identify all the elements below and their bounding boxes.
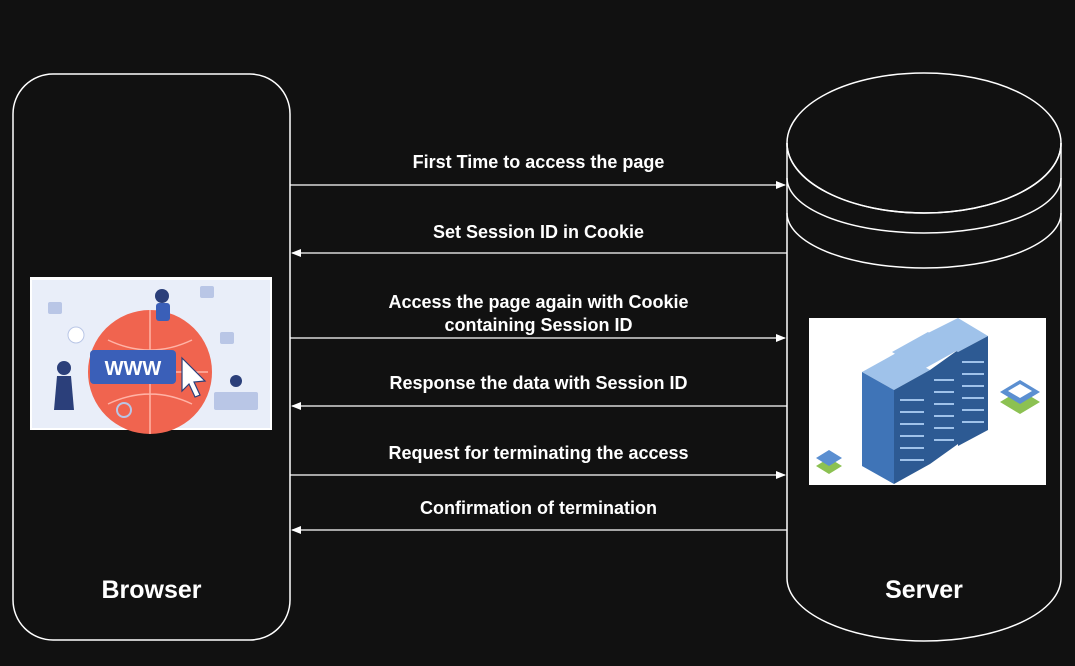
laptop-icon — [214, 392, 258, 410]
server-cylinder-ring-3 — [786, 212, 1062, 269]
cart-icon — [48, 302, 62, 314]
play-icon — [200, 286, 214, 298]
mail-icon — [220, 332, 234, 344]
server-chip-icon — [1000, 380, 1040, 414]
message-label: First Time to access the page — [412, 152, 665, 172]
server-label: Server — [885, 576, 963, 604]
person-icon — [57, 361, 71, 375]
person-icon — [155, 289, 169, 303]
message-label: Request for terminating the access — [388, 443, 689, 463]
message-label: Confirmation of termination — [420, 498, 657, 518]
server-rack-icon — [922, 318, 988, 446]
server-racks-illustration — [809, 318, 1046, 485]
heart-icon — [67, 326, 85, 344]
browser-label: Browser — [101, 576, 202, 604]
server-chip-icon — [816, 450, 842, 474]
person-icon — [230, 375, 242, 387]
server-cylinder-top — [786, 72, 1062, 214]
www-text: WWW — [105, 358, 162, 380]
message-label: Set Session ID in Cookie — [432, 222, 645, 242]
web-browser-illustration: WWW — [30, 277, 272, 434]
server-cylinder-ring-2 — [786, 177, 1062, 234]
message-label: Response the data with Session ID — [389, 373, 688, 393]
message-arrows — [290, 181, 787, 534]
url-bar-icon — [90, 350, 176, 384]
gear-icon — [116, 402, 132, 418]
browser-node — [12, 73, 291, 641]
message-label: Access the page again with Cookie contai… — [388, 292, 689, 335]
server-cylinder-ring-1 — [786, 142, 1062, 214]
cursor-icon — [181, 356, 207, 398]
server-cylinder-body — [786, 143, 1062, 642]
server-rack-icon — [862, 352, 930, 484]
server-node — [786, 72, 1062, 642]
